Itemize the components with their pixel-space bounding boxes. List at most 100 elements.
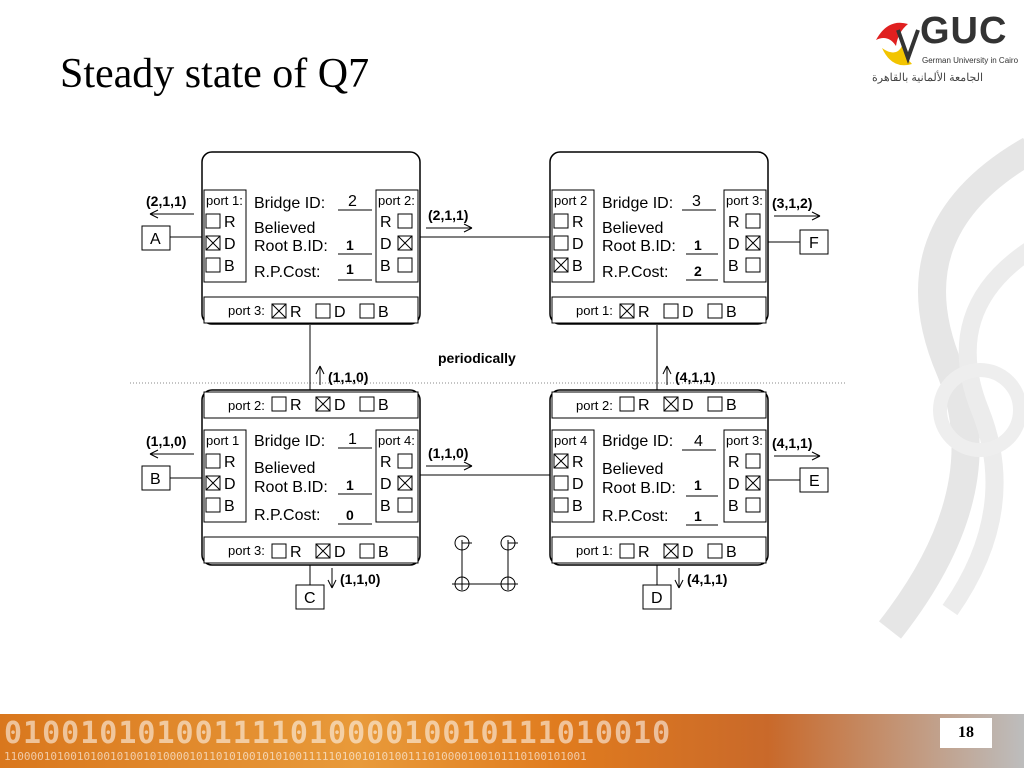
checked-mark-icon [315, 543, 331, 559]
bridge-tl-right-port: port 2: [378, 193, 415, 208]
bridge-tr-root-value: 1 [694, 237, 702, 253]
lan-c: C [295, 584, 325, 610]
rp-cost-label: R.P.Cost: [254, 264, 320, 281]
lan-a: A [141, 225, 171, 251]
port-r-label: R [380, 214, 392, 231]
lan-c-label: C [304, 590, 316, 607]
bridge-tr-cost-value: 2 [694, 263, 702, 279]
bridge-br: port 2: R D B port 4 R D B Bridge ID: 4 … [549, 389, 769, 566]
arrow-up-icon [315, 365, 325, 385]
port-r-label: R [290, 397, 302, 414]
bridge-tl-root-value: 1 [346, 237, 354, 253]
believed-label: Believed [602, 220, 663, 237]
arrow-down-icon [674, 568, 684, 589]
msg-to-e: (4,1,1) [772, 435, 812, 451]
port-r-label: R [380, 454, 392, 471]
bridge-tl-bottom-port: port 3: [228, 303, 265, 318]
port-d-label: D [572, 236, 584, 253]
root-bid-label: Root B.ID: [602, 480, 676, 497]
logo-name: GUC [920, 10, 1008, 52]
footer-binary-sub: 1100001010010100101001010000101101010010… [4, 750, 587, 763]
port-d-label: D [334, 544, 346, 561]
believed-label: Believed [254, 220, 315, 237]
port-d-label: D [682, 544, 694, 561]
port-r-label: R [224, 214, 236, 231]
checked-mark-icon [205, 235, 221, 251]
logo-arabic-name: الجامعة الألمانية بالقاهرة [872, 72, 984, 84]
port-b-label: B [380, 498, 391, 515]
root-bid-label: Root B.ID: [254, 238, 328, 255]
port-d-label: D [682, 304, 694, 321]
bridge-bl-cost-value: 0 [346, 507, 354, 523]
port-r-label: R [638, 397, 650, 414]
port-d-label: D [728, 476, 740, 493]
bridge-tl: port 1: R D B Bridge ID: 2 Believed Root… [201, 151, 421, 325]
arrow-right-icon [426, 461, 473, 471]
checked-mark-icon [663, 396, 679, 412]
port-d-label: D [682, 397, 694, 414]
msg-bl-to-br: (1,1,0) [428, 445, 468, 461]
bridge-br-bottom-port: port 1: [576, 543, 613, 558]
bridge-id-label: Bridge ID: [602, 433, 673, 450]
bridge-bl-top-port: port 2: [228, 398, 265, 413]
arrow-left-icon [149, 449, 194, 459]
lan-d-label: D [651, 590, 663, 607]
port-b-label: B [726, 544, 737, 561]
port-d-label: D [334, 304, 346, 321]
port-b-label: B [378, 544, 389, 561]
arrow-down-icon [327, 568, 337, 589]
port-b-label: B [728, 498, 739, 515]
port-d-label: D [334, 397, 346, 414]
msg-tl-to-tr: (2,1,1) [428, 207, 468, 223]
port-b-label: B [726, 304, 737, 321]
bridge-bl-bottom-port: port 3: [228, 543, 265, 558]
bridge-br-id-value: 4 [694, 433, 703, 450]
bridge-br-right-port: port 3: [726, 433, 763, 448]
believed-label: Believed [602, 461, 663, 478]
bridge-tr-id-value: 3 [692, 193, 701, 210]
port-r-label: R [224, 454, 236, 471]
checked-mark-icon [271, 303, 287, 319]
port-d-label: D [728, 236, 740, 253]
bridge-br-root-value: 1 [694, 477, 702, 493]
lan-d: D [642, 584, 672, 610]
page-number: 18 [940, 718, 992, 748]
port-r-label: R [638, 304, 650, 321]
lan-b-label: B [150, 471, 161, 488]
port-b-label: B [572, 258, 583, 275]
bridge-id-label: Bridge ID: [254, 195, 325, 212]
port-d-label: D [224, 236, 236, 253]
port-r-label: R [572, 214, 584, 231]
bridge-tr: port 2 R D B Bridge ID: 3 Believed Root … [549, 151, 769, 325]
checked-mark-icon [397, 235, 413, 251]
port-r-label: R [638, 544, 650, 561]
bridge-tl-id-value: 2 [348, 193, 357, 210]
port-d-label: D [380, 236, 392, 253]
checked-mark-icon [663, 543, 679, 559]
lan-b: B [141, 465, 171, 491]
root-bid-label: Root B.ID: [254, 479, 328, 496]
lan-e-label: E [809, 473, 820, 490]
watermark-swirl-icon [878, 137, 1024, 639]
port-b-label: B [728, 258, 739, 275]
port-r-label: R [728, 214, 740, 231]
bridge-br-top-port: port 2: [576, 398, 613, 413]
port-r-label: R [728, 454, 740, 471]
bridge-bl-left-port: port 1 [206, 433, 239, 448]
bridge-id-label: Bridge ID: [602, 195, 673, 212]
bridge-bl-right-port: port 4: [378, 433, 415, 448]
checked-mark-icon [619, 303, 635, 319]
checked-mark-icon [315, 396, 331, 412]
msg-up-tl: (1,1,0) [328, 369, 368, 385]
msg-up-tr: (4,1,1) [675, 369, 715, 385]
port-b-label: B [224, 258, 235, 275]
periodically-label: periodically [438, 350, 516, 366]
bridge-tr-bottom-port: port 1: [576, 303, 613, 318]
msg-to-f: (3,1,2) [772, 195, 812, 211]
checked-mark-icon [397, 475, 413, 491]
bridge-br-cost-value: 1 [694, 508, 702, 524]
msg-to-b: (1,1,0) [146, 433, 186, 449]
bridge-tr-left-port: port 2 [554, 193, 587, 208]
root-bid-label: Root B.ID: [602, 238, 676, 255]
port-r-label: R [290, 304, 302, 321]
